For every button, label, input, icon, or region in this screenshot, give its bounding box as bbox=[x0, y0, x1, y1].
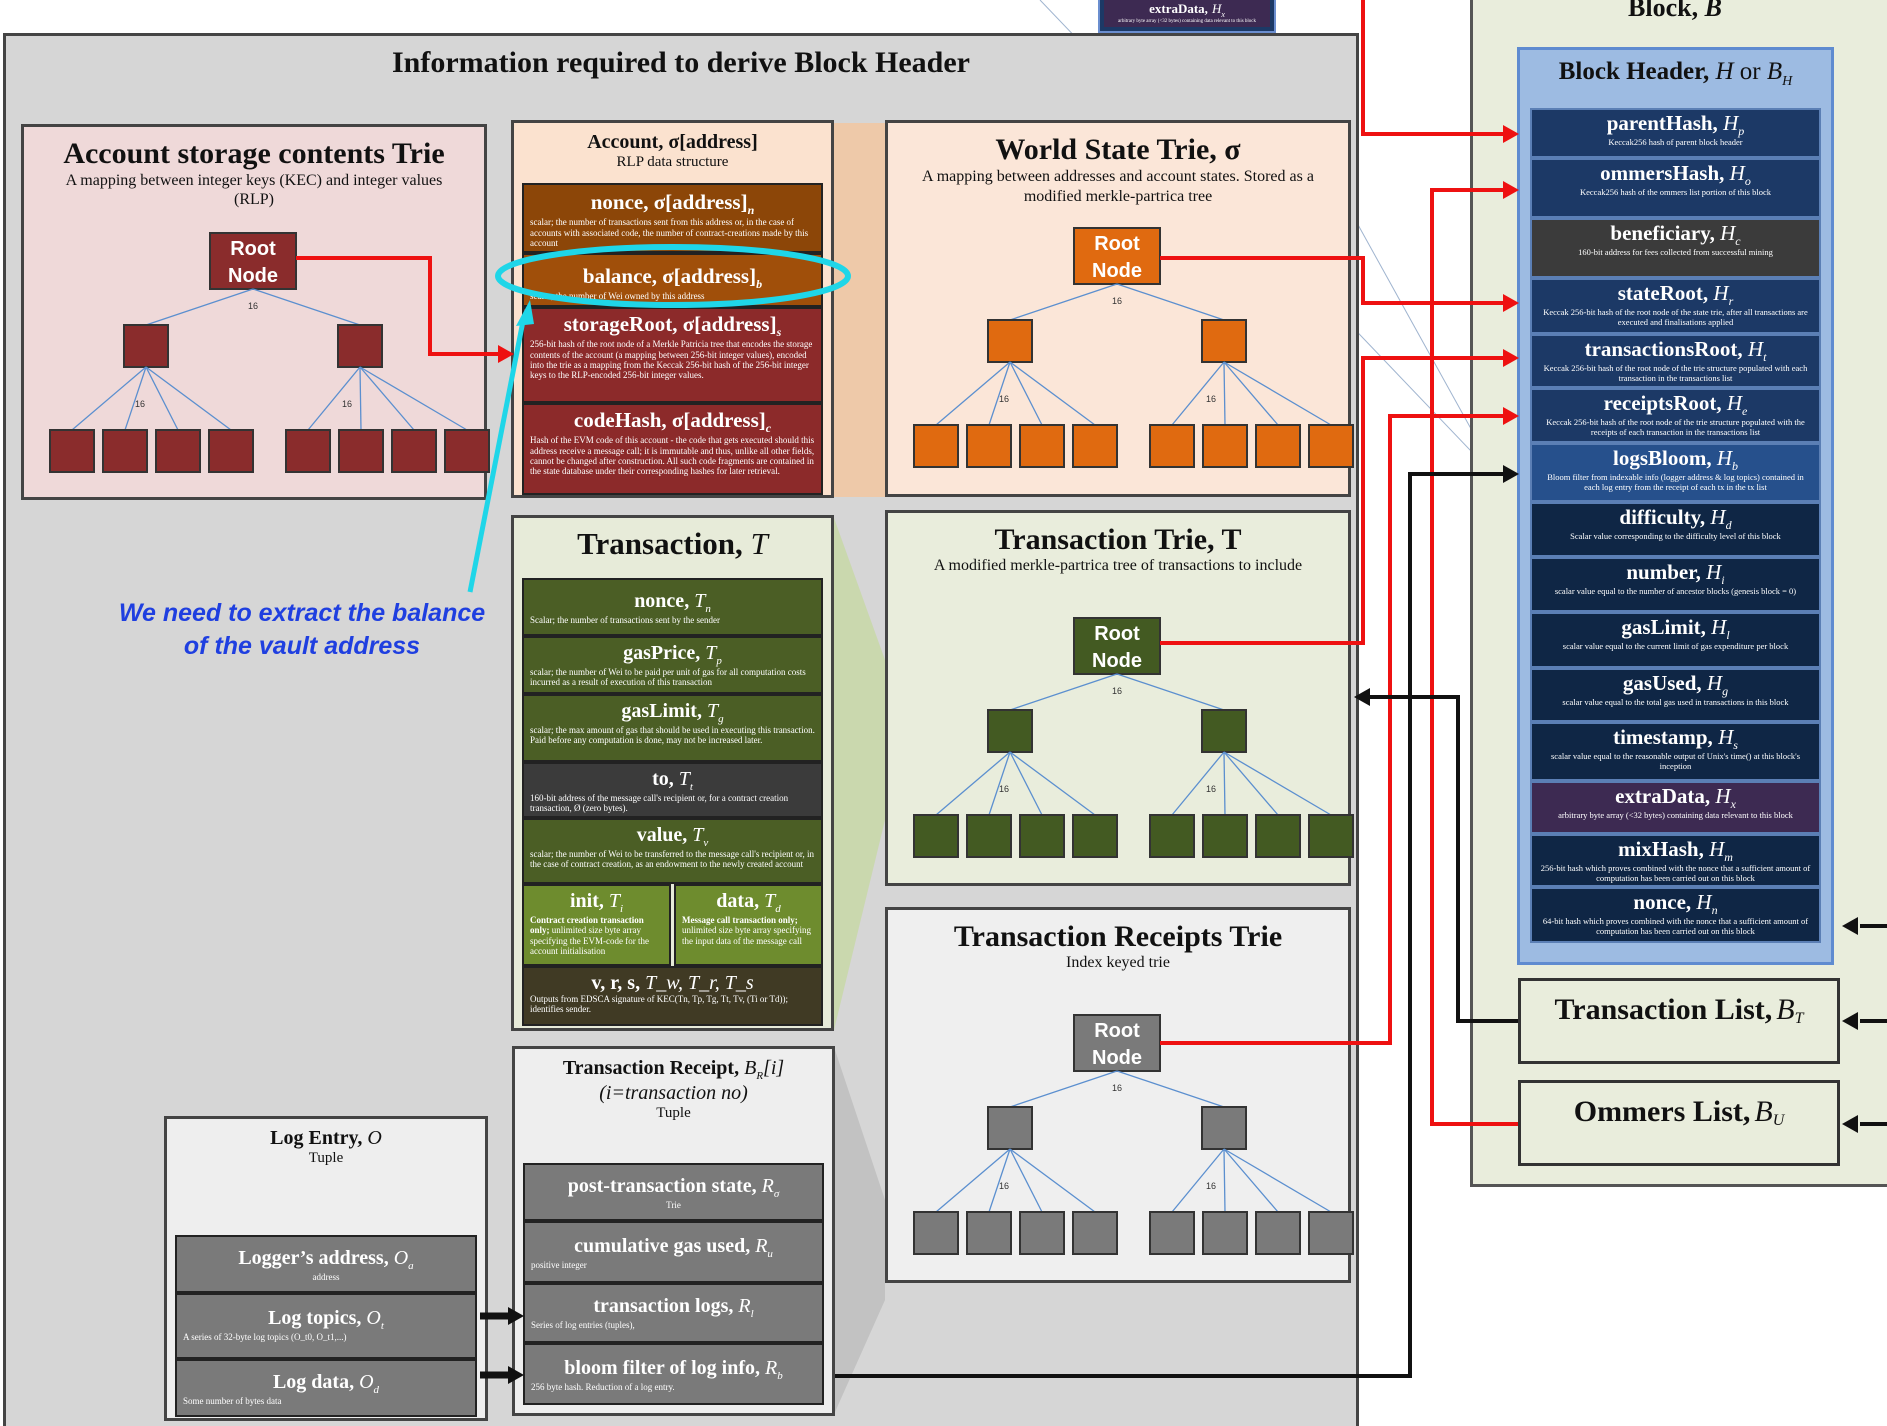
tx-trie-title: Transaction Trie, T bbox=[994, 523, 1242, 556]
tx-trie-subtitle: A modified merkle-partrica tree of trans… bbox=[933, 557, 1303, 574]
log-data-field: Log data, Od Some number of bytes data bbox=[175, 1359, 477, 1417]
tx-data-field: data, Td Message call transaction only; … bbox=[674, 884, 823, 966]
tx-trie-panel: Transaction Trie, T A modified merkle-pa… bbox=[885, 510, 1351, 886]
tx-gaslimit-field: gasLimit, Tg scalar; the max amount of g… bbox=[522, 694, 823, 762]
tx-vrs-field: v, r, s, T_w, T_r, T_s Outputs from EDSC… bbox=[522, 966, 823, 1026]
tx-value-field: value, Tv scalar; the number of Wei to b… bbox=[522, 818, 823, 884]
world-state-panel: World State Trie, σ A mapping between ad… bbox=[885, 120, 1351, 497]
tx-to-field: to, Tt 160-bit address of the message ca… bbox=[522, 762, 823, 818]
receipts-trie-subtitle: Index keyed trie bbox=[1066, 954, 1170, 971]
account-storage-root-field: storageRoot, σ[address]s 256-bit hash of… bbox=[522, 307, 823, 403]
account-code-hash-field: codeHash, σ[address]c Hash of the EVM co… bbox=[522, 403, 823, 495]
receipt-subtitle: Tuple bbox=[656, 1105, 691, 1121]
account-nonce-field: nonce, σ[address]n scalar; the number of… bbox=[522, 183, 823, 253]
account-panel: Account, σ[address] RLP data structure n… bbox=[511, 120, 834, 498]
main-title: Information required to derive Block Hea… bbox=[392, 46, 970, 79]
block-title: Block, B bbox=[1628, 0, 1722, 22]
storage-trie-subtitle: A mapping between integer keys (KEC) and… bbox=[65, 172, 443, 209]
transaction-list-box: Transaction List, BT bbox=[1518, 978, 1840, 1064]
receipt-logs-field: transaction logs, Rl Series of log entri… bbox=[523, 1283, 824, 1343]
log-entry-panel: Log Entry, O Tuple Logger’s address, Oa … bbox=[164, 1116, 488, 1421]
account-subtitle: RLP data structure bbox=[616, 154, 729, 170]
log-entry-title: Log Entry, O bbox=[270, 1127, 382, 1149]
receipt-post-state-field: post-transaction state, Rσ Trie bbox=[523, 1163, 824, 1221]
block-header-title: Block Header, H or BH bbox=[1558, 58, 1793, 89]
account-title: Account, σ[address] bbox=[587, 131, 758, 153]
transaction-title: Transaction, T bbox=[577, 526, 768, 561]
tx-init-field: init, Ti Contract creation transaction o… bbox=[522, 884, 671, 966]
receipts-trie-title: Transaction Receipts Trie bbox=[953, 920, 1283, 953]
storage-trie-title: Account storage contents Trie bbox=[63, 137, 445, 170]
log-entry-subtitle: Tuple bbox=[308, 1150, 344, 1166]
tx-gasprice-field: gasPrice, Tp scalar; the number of Wei t… bbox=[522, 636, 823, 694]
storage-trie-panel: Account storage contents Trie A mapping … bbox=[21, 124, 487, 500]
log-address-field: Logger’s address, Oa address bbox=[175, 1235, 477, 1293]
ommers-list-box: Ommers List, BU bbox=[1518, 1080, 1840, 1166]
receipts-trie-panel: Transaction Receipts Trie Index keyed tr… bbox=[885, 907, 1351, 1283]
annotation-line2: of the vault address bbox=[183, 631, 421, 660]
transaction-panel: Transaction, T nonce, Tn Scalar; the num… bbox=[511, 515, 834, 1031]
vault-balance-annotation: We need to extract the balance of the va… bbox=[92, 597, 512, 662]
receipt-bloom-field: bloom filter of log info, Rb 256 byte ha… bbox=[523, 1343, 824, 1405]
tx-nonce-field: nonce, Tn Scalar; the number of transact… bbox=[522, 578, 823, 636]
world-state-title: World State Trie, σ bbox=[995, 133, 1241, 166]
top-snippet: extraData, Hx arbitrary byte array (<32 … bbox=[1098, 0, 1276, 33]
annotation-line1: We need to extract the balance bbox=[118, 599, 486, 627]
log-topics-field: Log topics, Ot A series of 32-byte log t… bbox=[175, 1293, 477, 1359]
receipt-cumulative-gas-field: cumulative gas used, Ru positive integer bbox=[523, 1221, 824, 1283]
account-balance-field: balance, σ[address]b scalar; the number … bbox=[522, 253, 823, 307]
receipt-title: Transaction Receipt, BR[i] bbox=[562, 1057, 785, 1082]
receipt-panel: Transaction Receipt, BR[i] (i=transactio… bbox=[512, 1046, 835, 1416]
receipt-line2: (i=transaction no) bbox=[599, 1082, 748, 1104]
world-state-subtitle: A mapping between addresses and account … bbox=[922, 168, 1314, 205]
